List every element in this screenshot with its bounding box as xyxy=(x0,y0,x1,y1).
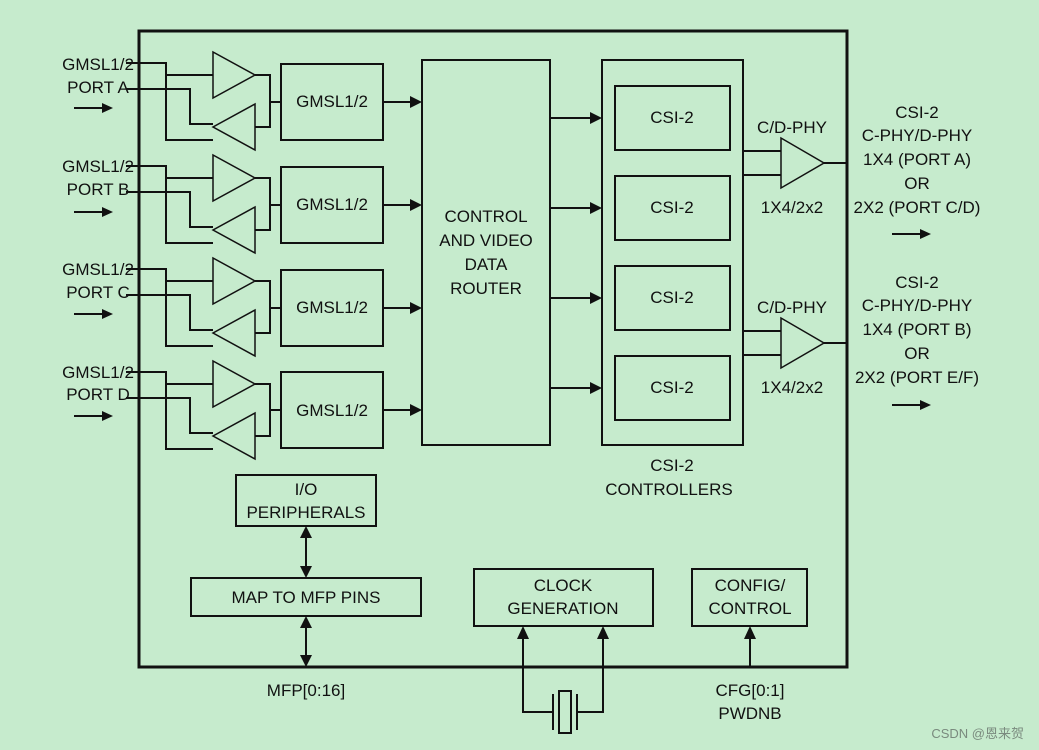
control-video-router-block xyxy=(421,59,551,446)
router-label-line4: ROUTER xyxy=(450,279,522,298)
io-peripherals-label-line1: I/O xyxy=(295,480,318,499)
config-label-line2: CONTROL xyxy=(708,599,791,618)
output-2-line4: OR xyxy=(904,344,930,363)
output-1-line4: OR xyxy=(904,174,930,193)
gmsl-d-to-router-arrow-icon xyxy=(410,404,422,416)
port-c-input-arrow-icon xyxy=(102,309,113,319)
port-d-input-arrow-icon xyxy=(102,411,113,421)
channel-port-a: GMSL1/2 PORT A GMSL1/2 xyxy=(62,50,422,152)
gmsl-block-a-label: GMSL1/2 xyxy=(296,92,368,111)
port-b-rx-amplifier-icon xyxy=(212,153,257,203)
gmsl-block-d-label: GMSL1/2 xyxy=(296,401,368,420)
port-a-input-arrow-icon xyxy=(102,103,113,113)
clock-generation-block xyxy=(473,568,654,627)
port-c-label-line2: PORT C xyxy=(66,283,130,302)
gmsl-b-to-router-arrow-icon xyxy=(410,199,422,211)
csi2-block-3-label: CSI-2 xyxy=(650,288,693,307)
output-2-line3: 1X4 (PORT B) xyxy=(863,320,972,339)
clock-input-arrow-left-icon xyxy=(517,626,529,639)
config-input-arrow-icon xyxy=(744,626,756,639)
router-to-csi-2-arrow-icon xyxy=(590,202,602,214)
port-c-tx-amplifier-icon xyxy=(211,308,256,358)
csi2-block-4 xyxy=(614,355,731,421)
output-2-line2: C-PHY/D-PHY xyxy=(862,296,973,315)
port-d-label-line2: PORT D xyxy=(66,385,130,404)
port-a-rx-amplifier-icon xyxy=(212,50,257,100)
gmsl-block-c-label: GMSL1/2 xyxy=(296,298,368,317)
gmsl-c-to-router-arrow-icon xyxy=(410,302,422,314)
phy-1-label-bottom: 1X4/2x2 xyxy=(761,198,823,217)
port-c-label-line1: GMSL1/2 xyxy=(62,260,134,279)
port-d-tx-amplifier-icon xyxy=(211,411,256,461)
port-b-label-line2: PORT B xyxy=(67,180,130,199)
crystal-oscillator-icon xyxy=(552,690,578,734)
output-1-line3: 1X4 (PORT A) xyxy=(863,150,971,169)
clock-label-line1: CLOCK xyxy=(534,576,593,595)
csi2-block-3 xyxy=(614,265,731,331)
gmsl-a-to-router-arrow-icon xyxy=(410,96,422,108)
router-label-line2: AND VIDEO xyxy=(439,231,533,250)
mfp-pins-label: MFP[0:16] xyxy=(267,681,345,700)
gmsl-block-b xyxy=(280,166,384,244)
phy-2-driver-icon xyxy=(780,316,826,370)
port-b-input-arrow-icon xyxy=(102,207,113,217)
map-to-mfp-pins-label: MAP TO MFP PINS xyxy=(232,588,381,607)
output-1-arrow-icon xyxy=(920,229,931,239)
io-peripherals-label-line2: PERIPHERALS xyxy=(246,503,365,522)
port-b-label-line1: GMSL1/2 xyxy=(62,157,134,176)
csi2-block-1-label: CSI-2 xyxy=(650,108,693,127)
phy-1-label-top: C/D-PHY xyxy=(757,118,827,137)
port-b-tx-amplifier-icon xyxy=(211,205,256,255)
port-d-rx-amplifier-icon xyxy=(212,359,257,409)
phy-1-driver-icon xyxy=(780,136,826,190)
clock-input-arrow-right-icon xyxy=(597,626,609,639)
csi2-controllers-label-line1: CSI-2 xyxy=(650,456,693,475)
csi2-block-2-label: CSI-2 xyxy=(650,198,693,217)
router-to-csi-3-arrow-icon xyxy=(590,292,602,304)
mfp-arrow-down-icon xyxy=(300,655,312,667)
port-a-label-line2: PORT A xyxy=(67,78,129,97)
output-1-line5: 2X2 (PORT C/D) xyxy=(854,198,981,217)
config-label-line1: CONFIG/ xyxy=(715,576,786,595)
output-1-line2: C-PHY/D-PHY xyxy=(862,126,973,145)
phy-2-label-bottom: 1X4/2x2 xyxy=(761,378,823,397)
router-label-line1: CONTROL xyxy=(444,207,527,226)
port-c-rx-amplifier-icon xyxy=(212,256,257,306)
io-map-arrow-down-icon xyxy=(300,566,312,578)
output-2-line5: 2X2 (PORT E/F) xyxy=(855,368,979,387)
router-to-csi-1-arrow-icon xyxy=(590,112,602,124)
io-peripherals-block xyxy=(235,474,377,527)
channel-port-b: GMSL1/2 PORT B GMSL1/2 xyxy=(62,153,422,255)
mfp-arrow-up-icon xyxy=(300,616,312,628)
io-map-arrow-up-icon xyxy=(300,526,312,538)
pwdnb-pin-label: PWDNB xyxy=(718,704,781,723)
channel-port-c: GMSL1/2 PORT C GMSL1/2 xyxy=(62,256,422,358)
port-a-label-line1: GMSL1/2 xyxy=(62,55,134,74)
config-control-block xyxy=(691,568,808,627)
router-to-csi-4-arrow-icon xyxy=(590,382,602,394)
output-2-arrow-icon xyxy=(920,400,931,410)
chip-outline xyxy=(137,29,849,669)
csi2-controllers-label-line2: CONTROLLERS xyxy=(605,480,733,499)
port-d-label-line1: GMSL1/2 xyxy=(62,363,134,382)
output-1-line1: CSI-2 xyxy=(895,103,938,122)
gmsl-block-a xyxy=(280,63,384,141)
channel-port-d: GMSL1/2 PORT D GMSL1/2 xyxy=(62,359,422,461)
csi2-block-4-label: CSI-2 xyxy=(650,378,693,397)
cfg-pins-label: CFG[0:1] xyxy=(716,681,785,700)
watermark-text: CSDN @恩来贺 xyxy=(931,726,1024,741)
router-label-line3: DATA xyxy=(465,255,508,274)
port-a-tx-amplifier-icon xyxy=(211,102,256,152)
clock-label-line2: GENERATION xyxy=(507,599,618,618)
phy-2-label-top: C/D-PHY xyxy=(757,298,827,317)
gmsl-block-b-label: GMSL1/2 xyxy=(296,195,368,214)
map-to-mfp-pins-block xyxy=(190,577,422,617)
csi2-block-2 xyxy=(614,175,731,241)
output-2-line1: CSI-2 xyxy=(895,273,938,292)
csi2-block-1 xyxy=(614,85,731,151)
